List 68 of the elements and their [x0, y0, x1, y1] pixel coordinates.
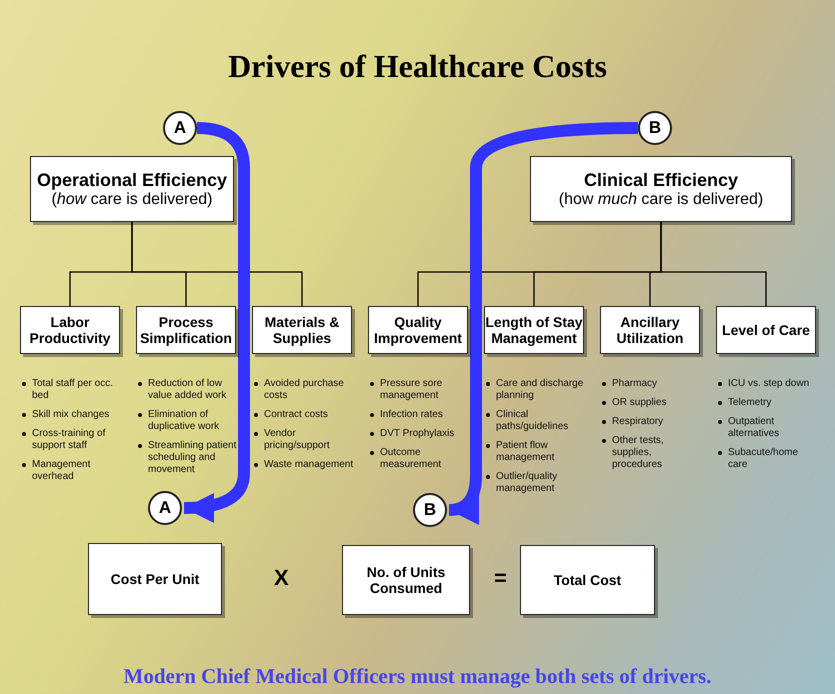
node-title: Labor Productivity: [28, 314, 112, 346]
category-box: [20, 306, 120, 354]
bullet-text: ICU vs. step down: [728, 378, 810, 389]
bullet-text: Outpatient alternatives: [728, 416, 780, 439]
bullet-text: Cross-training of support staff: [32, 428, 106, 451]
bullet-text: Other tests, supplies, procedures: [612, 435, 664, 470]
title: Drivers of Healthcare Costs: [227, 48, 608, 85]
bullet-text: Management overhead: [32, 459, 90, 482]
bullet-text: Skill mix changes: [32, 409, 110, 420]
bullet-text: Outcome measurement: [380, 447, 442, 470]
bullet-text: Pharmacy: [612, 378, 658, 389]
bullet-text: Patient flow management: [496, 440, 554, 463]
bullet-text: Waste management: [264, 459, 354, 470]
formula-box: [520, 545, 655, 615]
driver-box: [30, 156, 234, 222]
bullet-text: Pressure sore management: [380, 378, 442, 401]
bullet-text: Vendor pricing/support: [264, 428, 330, 451]
node-title: Cost Per Unit: [110, 571, 200, 587]
bullet-text: Avoided purchase costs: [264, 378, 344, 401]
category-box: [252, 306, 352, 354]
category-box: [368, 306, 468, 354]
bullet-text: Reduction of low value added work: [148, 378, 226, 401]
letter-circle: [163, 111, 197, 145]
bullet-text: Infection rates: [380, 409, 443, 420]
operator-sign: X: [274, 565, 289, 591]
curved-arrow: [448, 122, 638, 524]
letter-circle: [148, 491, 182, 525]
node-title: Level of Care: [722, 322, 810, 338]
node-title: Quality Improvement: [373, 314, 463, 346]
formula-box: [342, 545, 470, 615]
letter-circle: [638, 111, 672, 145]
node-title: Process Simplification: [139, 314, 233, 346]
node-title: Ancillary Utilization: [616, 314, 684, 346]
connector-line: [131, 222, 303, 306]
category-box: [600, 306, 700, 354]
bullet-text: Total staff per occ. bed: [32, 378, 113, 401]
bullet-text: OR supplies: [612, 397, 666, 408]
node-title: Total Cost: [554, 572, 622, 588]
node-title: Clinical Efficiency: [584, 170, 738, 190]
bullet-text: Contract costs: [264, 409, 328, 420]
bullet-text: DVT Prophylaxis: [380, 428, 454, 439]
letter-circle: [413, 493, 447, 527]
node-title: Length of Stay Management: [485, 314, 583, 346]
node-title: No. of Units Consumed: [366, 564, 446, 596]
bullet-text: Elimination of duplicative work: [148, 409, 220, 432]
bullet-text: Clinical paths/guidelines: [496, 409, 568, 432]
bullet-text: Outlier/quality management: [496, 471, 558, 494]
bullet-text: Respiratory: [612, 416, 664, 427]
operator-sign: =: [494, 565, 507, 591]
circle-letter: A: [174, 118, 186, 138]
category-box: [136, 306, 236, 354]
node-title: Operational Efficiency: [36, 170, 228, 190]
node-title: Materials & Supplies: [264, 314, 340, 346]
circle-letter: A: [158, 498, 172, 518]
caption: Modern Chief Medical Officers must manage both sets of drivers.: [122, 664, 712, 689]
node-subtitle: (how care is delivered): [52, 190, 212, 208]
node-subtitle: (how much care is delivered): [558, 190, 764, 208]
category-box: [484, 306, 584, 354]
driver-box: [530, 156, 792, 222]
category-box: [716, 306, 816, 354]
bullet-text: Telemetry: [728, 397, 772, 408]
bullet-text: Subacute/home care: [728, 447, 798, 470]
circle-letter: B: [424, 500, 436, 520]
connector-line: [660, 222, 767, 306]
circle-letter: B: [648, 118, 662, 138]
bullet-text: Care and discharge planning: [496, 378, 584, 401]
formula-box: [88, 543, 222, 615]
bullet-text: Streamlining patient scheduling and movement: [148, 440, 236, 475]
